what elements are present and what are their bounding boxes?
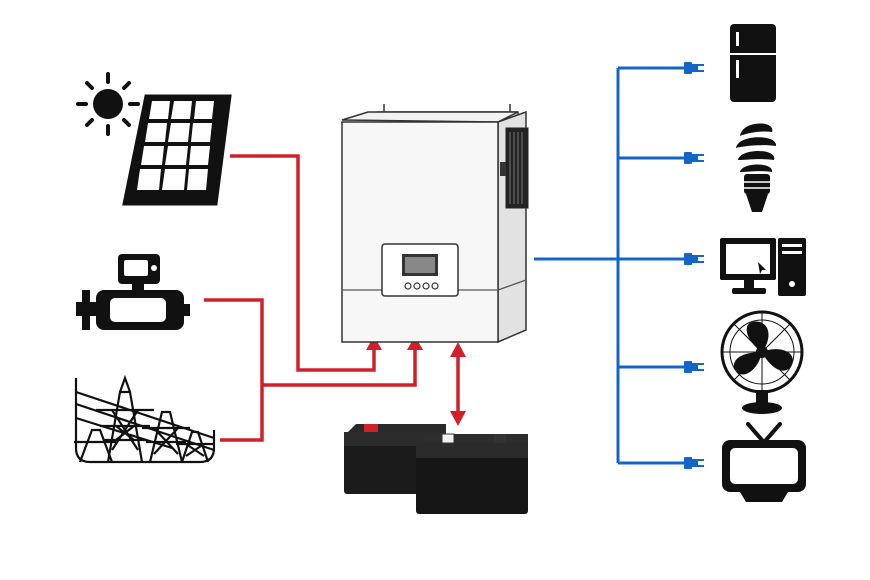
load-wires: [534, 66, 690, 465]
solar-wire: [230, 154, 376, 372]
plug-icon: [684, 62, 704, 74]
load-plugs: [684, 62, 704, 469]
generator-icon: [76, 254, 190, 330]
plug-icon: [684, 361, 704, 373]
battery-icon: [416, 433, 528, 514]
solar-arrowhead: [366, 336, 382, 350]
battery-double-arrow: [450, 342, 466, 426]
solar-panel-icon: [122, 94, 232, 206]
light-bulb-icon: [736, 123, 777, 212]
hybrid-inverter-icon: [341, 104, 529, 344]
plug-icon: [684, 152, 704, 164]
power-grid-tower-icon: [74, 374, 216, 464]
generator-wire: [204, 298, 264, 442]
grid-arrowhead: [407, 336, 423, 350]
input-arrowheads: [366, 336, 423, 350]
sun-icon: [76, 72, 140, 136]
refrigerator-icon: [730, 24, 776, 102]
input-wires: [204, 154, 417, 442]
television-icon: [722, 422, 806, 502]
fan-icon: [720, 310, 804, 414]
grid-join-wire: [262, 348, 417, 387]
plug-icon: [684, 253, 704, 265]
plug-icon: [684, 457, 704, 469]
computer-icon: [720, 238, 806, 296]
